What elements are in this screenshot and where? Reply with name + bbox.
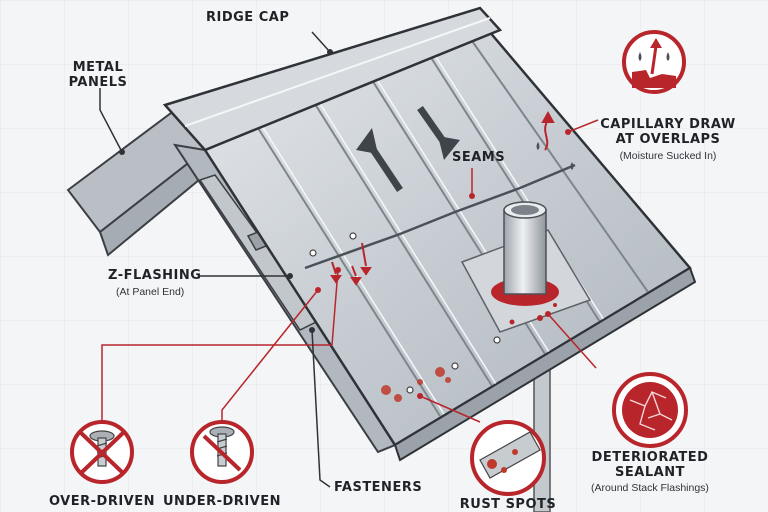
sealant-label-line2: SEALANT	[615, 465, 685, 480]
movement-arrows	[356, 105, 460, 192]
under-driven-label: UNDER-DRIVEN	[163, 494, 281, 509]
metal-panels-label-line2: PANELS	[68, 75, 128, 90]
fasteners-label: FASTENERS	[334, 480, 423, 495]
panel-seam	[304, 163, 576, 270]
leak-arrows	[330, 110, 555, 286]
capillary-sublabel: (Moisture Sucked In)	[619, 150, 717, 162]
seams-label: SEAMS	[452, 150, 506, 165]
rust-spots-icon	[470, 420, 546, 496]
z-flashing-sublabel: (At Panel End)	[116, 286, 185, 298]
over-driven-label: OVER-DRIVEN	[48, 494, 155, 509]
capillary-label-line1: CAPILLARY DRAW	[600, 117, 736, 132]
leader-lines	[99, 31, 599, 488]
cracked-sealant-icon	[612, 372, 688, 448]
capillary-label-line2: AT OVERLAPS	[615, 132, 721, 147]
moisture-arrow-icon	[622, 30, 686, 94]
vent-stack	[460, 201, 592, 333]
under-driven-screw-icon	[190, 420, 254, 484]
rust-on-roof	[381, 367, 451, 402]
rust-spots-label: RUST SPOTS	[459, 497, 557, 512]
sealant-label-line1: DETERIORATED	[591, 450, 709, 465]
fastener-dots	[309, 232, 501, 394]
over-driven-screw-icon	[70, 420, 134, 484]
eave-trim	[393, 266, 697, 462]
metal-panels-label-line1: METAL	[72, 60, 124, 75]
sealant-sublabel: (Around Stack Flashings)	[591, 482, 709, 494]
ridge-cap-label: RIDGE CAP	[206, 10, 290, 25]
z-flashing-label: Z-FLASHING	[108, 268, 202, 283]
